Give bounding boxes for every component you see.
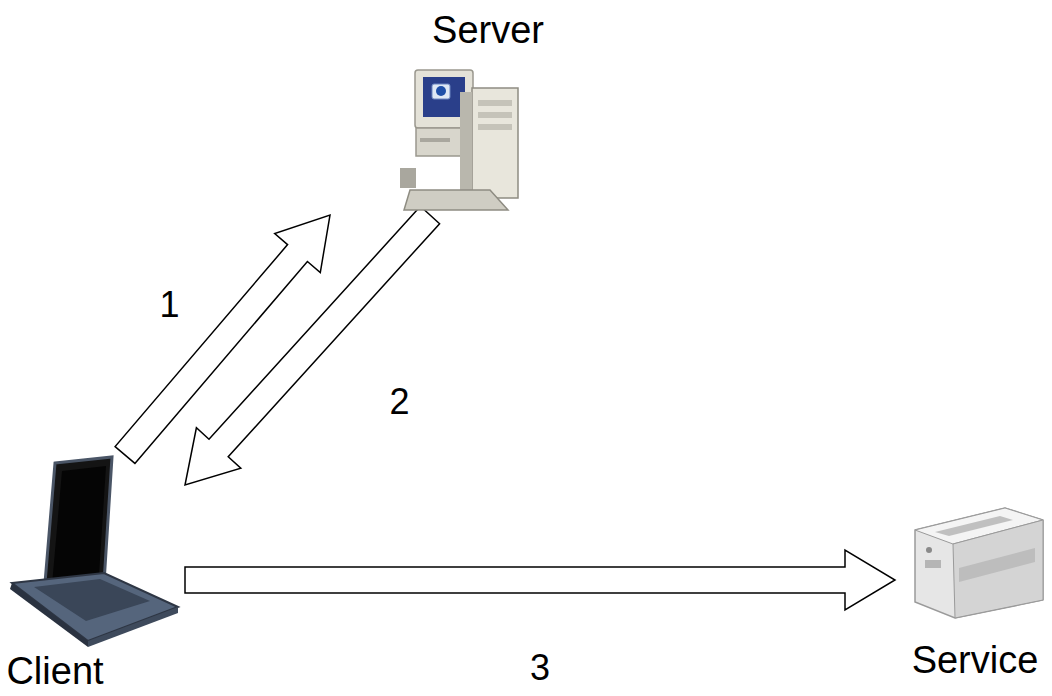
device-label: Server [432,10,544,52]
device-label: Service [912,640,1039,682]
client-laptop: Client [0,455,185,695]
step-number: 2 [386,382,412,422]
device-label: Client [6,651,103,693]
block-arrow [185,206,440,485]
step-number: 3 [527,648,553,688]
server-computer: Server [320,8,620,215]
block-arrow [185,550,895,610]
step-number: 1 [156,285,182,325]
service-printer: Service [895,490,1052,695]
